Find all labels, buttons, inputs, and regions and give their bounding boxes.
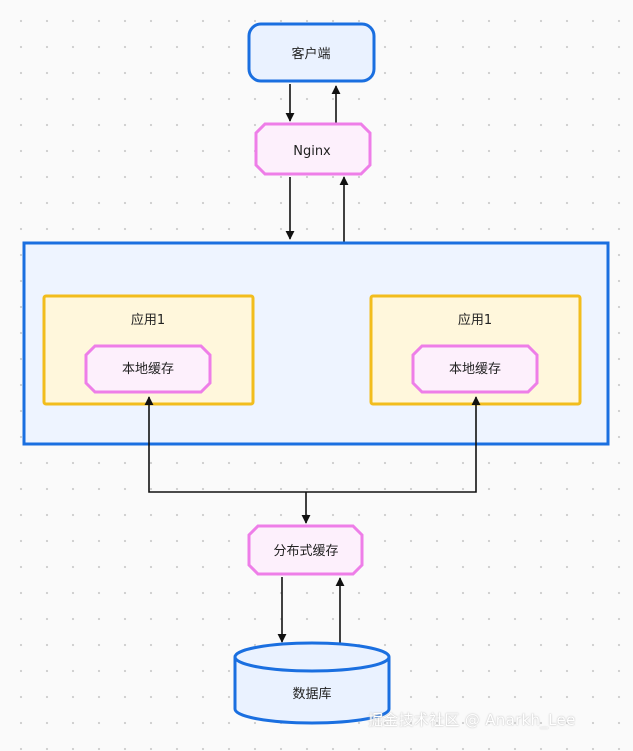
database-node [233, 641, 391, 725]
local-cache-2-label: 本地缓存 [449, 362, 501, 377]
client-node [247, 22, 376, 83]
nginx-label: Nginx [293, 144, 331, 159]
distributed-cache-node [247, 524, 364, 576]
local-cache-node-2 [411, 344, 539, 394]
client-label: 客户端 [291, 46, 330, 62]
app-1-title: 应用1 [131, 312, 165, 328]
database-label: 数据库 [292, 686, 331, 702]
nginx-node [254, 122, 372, 176]
connector-to-local-cache-2 [306, 396, 481, 493]
local-cache-1-label: 本地缓存 [122, 362, 174, 377]
local-cache-node-1 [84, 344, 212, 394]
watermark: 掘金技术社区 @ Anarkh_Lee [368, 711, 576, 729]
connector-to-local-cache-1 [144, 396, 306, 493]
distributed-cache-label: 分布式缓存 [273, 544, 338, 559]
app-2-title: 应用1 [458, 312, 492, 328]
